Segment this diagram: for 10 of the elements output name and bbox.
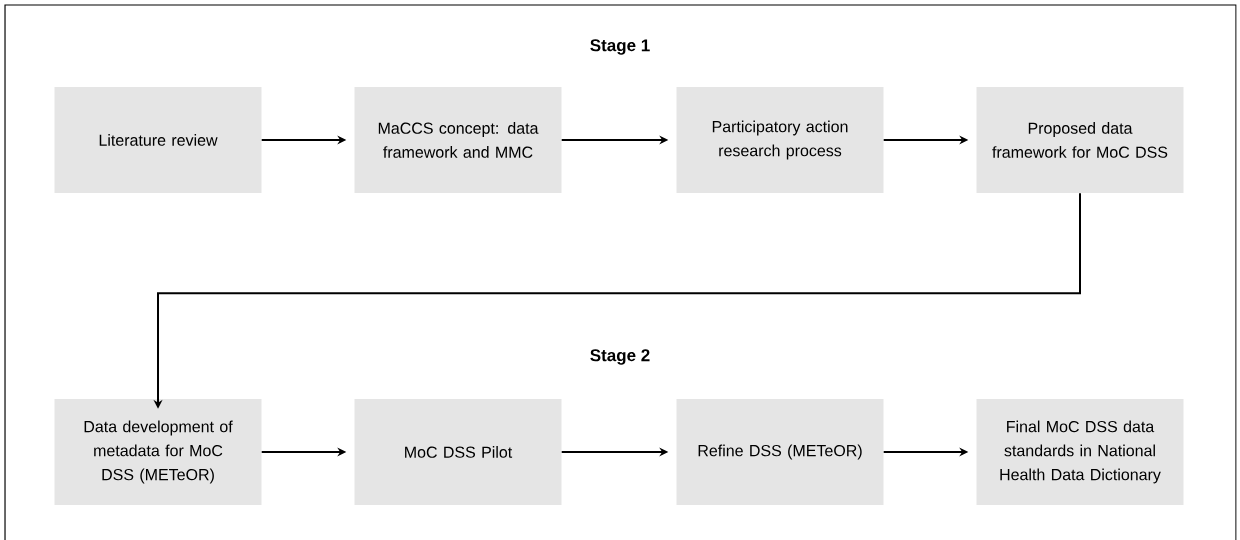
process-box: Proposed data framework for MoC DSS (976, 87, 1184, 193)
process-box: Final MoC DSS data standards in National Health Data Dictionary (976, 399, 1184, 505)
process-box: MoC DSS Pilot (354, 399, 562, 505)
process-box: Participatory action research process (676, 87, 884, 193)
stage-heading: Stage 2 (590, 349, 650, 365)
stage-heading: Stage 1 (590, 39, 650, 55)
process-box: MaCCS concept: data framework and MMC (354, 87, 562, 193)
process-box: Data development of metadata for MoC DSS (METeOR) (54, 399, 262, 505)
process-box: Refine DSS (METeOR) (676, 399, 884, 505)
process-box: Literature review (54, 87, 262, 193)
